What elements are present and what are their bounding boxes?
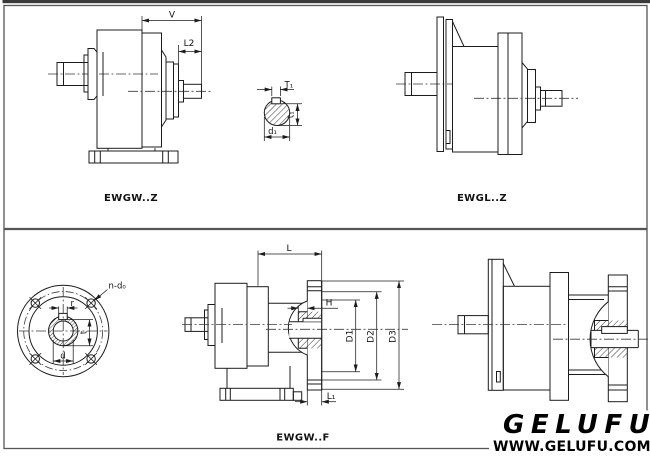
- mounting-flange: [436, 16, 444, 152]
- bolt-holes: [29, 297, 98, 365]
- dim-t1-label: T₁: [284, 81, 294, 91]
- bolt-callout-label: n-d₀: [109, 282, 127, 292]
- keyway: [271, 97, 281, 105]
- dim-v-label: V: [169, 11, 176, 21]
- foot: [88, 150, 179, 164]
- logo: GELUFU WWW.GELUFU.COM: [489, 410, 650, 457]
- gear-housing: [502, 285, 551, 391]
- dim-l-label: L: [286, 244, 291, 254]
- view-ewgl-f: [432, 258, 648, 403]
- gear-housing: [452, 46, 499, 153]
- caption-ewgw-z: EWGW..Z: [104, 193, 158, 204]
- output-shaft: [183, 83, 202, 99]
- view-ewgw-f: L H L₁ D1 D2 D3 EWGW..F: [182, 244, 408, 444]
- dim-d1-label: d₁: [268, 127, 277, 137]
- dim-h-label: H: [326, 299, 333, 309]
- top-strip: [2, 0, 650, 4]
- view-flange-front: r t d n-d₀: [17, 282, 127, 378]
- dim-d3-label: D3: [389, 330, 399, 343]
- caption-ewgw-f: EWGW..F: [276, 433, 330, 444]
- output-shaft: [540, 90, 563, 107]
- website-text: WWW.GELUFU.COM: [493, 439, 650, 455]
- gear-housing: [96, 29, 143, 149]
- dim-d1-label: D1: [346, 330, 356, 343]
- brand-text: GELUFU: [503, 410, 650, 440]
- top-panel-border: [3, 4, 648, 230]
- gusset: [502, 263, 515, 287]
- view-ewgw-z: V L2 EWGW..Z: [48, 11, 211, 204]
- dim-l1-label: L₁: [327, 392, 336, 402]
- bearing-cap: [87, 48, 98, 100]
- dim-d2-label: D2: [367, 330, 377, 343]
- gusset: [452, 21, 465, 47]
- dim-keyway-depth-label: t: [80, 330, 90, 334]
- logo-background: [489, 410, 650, 457]
- view-shaft-section: T₁ t₁ d₁: [257, 81, 302, 141]
- dim-keyway-width-label: r: [71, 299, 75, 309]
- view-ewgl-z: EWGL..Z: [396, 16, 578, 204]
- dim-l2-label: L2: [184, 39, 195, 49]
- gear-housing: [214, 282, 248, 369]
- dim-t1-depth-label: t₁: [287, 111, 297, 118]
- flange-outer-circle: [17, 284, 110, 378]
- caption-ewgl-z: EWGL..Z: [457, 193, 507, 204]
- keyway: [601, 326, 628, 334]
- dim-bore-label: d: [60, 352, 65, 362]
- foot: [219, 387, 294, 401]
